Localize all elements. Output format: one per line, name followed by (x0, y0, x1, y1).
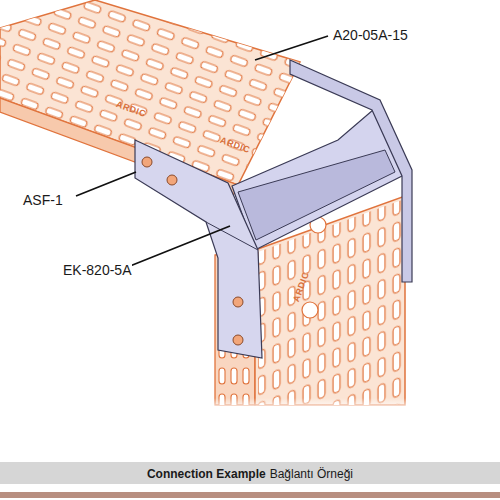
part-label: A20-05A-15 (332, 28, 409, 42)
caption-rule (0, 492, 500, 498)
caption-text: Connection Example (147, 468, 266, 480)
caption-text: Bağlantı Örneği (270, 468, 353, 480)
part-label: EK-820-5A (62, 263, 132, 277)
part-label: ASF-1 (22, 193, 64, 207)
